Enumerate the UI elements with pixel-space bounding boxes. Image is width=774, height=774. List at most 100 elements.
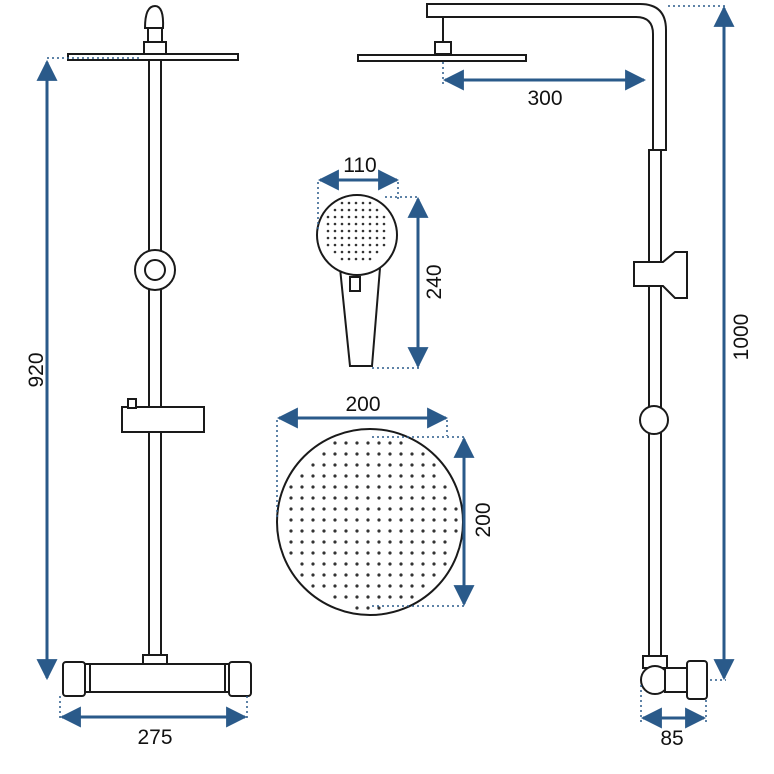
nozzle-dot <box>355 562 359 566</box>
nozzle-dot <box>344 463 348 467</box>
nozzle-dot <box>377 518 381 522</box>
nozzle-dot <box>361 243 365 247</box>
dimension-overall-width: 275 <box>59 696 248 749</box>
nozzle-dot <box>399 463 403 467</box>
nozzle-dot <box>443 485 447 489</box>
nozzle-dot <box>355 606 359 610</box>
nozzle-dot <box>410 551 414 555</box>
soap-shelf <box>121 406 205 433</box>
nozzle-dot <box>377 584 381 588</box>
nozzle-dot <box>300 518 304 522</box>
nozzle-dot <box>388 573 392 577</box>
nozzle-dot <box>399 474 403 478</box>
nozzle-dot <box>333 485 337 489</box>
side-wall-flange <box>686 660 708 700</box>
nozzle-dot <box>300 485 304 489</box>
nozzle-dot <box>333 496 337 500</box>
nozzle-dot <box>399 551 403 555</box>
nozzle-dot <box>289 496 293 500</box>
label-rain-head-height: 200 <box>472 502 495 537</box>
nozzle-dot <box>421 463 425 467</box>
nozzle-dot <box>354 222 358 226</box>
nozzle-dot <box>300 540 304 544</box>
side-riser-pole <box>648 149 662 659</box>
nozzle-dot <box>377 562 381 566</box>
slide-ring-inner <box>144 259 166 281</box>
nozzle-dot <box>366 540 370 544</box>
nozzle-dot <box>322 474 326 478</box>
nozzle-dot <box>344 529 348 533</box>
dimension-wall-depth: 85 <box>640 685 707 750</box>
nozzle-dot <box>382 243 386 247</box>
nozzle-dot <box>388 485 392 489</box>
nozzle-dot <box>421 496 425 500</box>
nozzle-dot <box>333 441 337 445</box>
nozzle-dot <box>366 584 370 588</box>
nozzle-dot <box>344 441 348 445</box>
nozzle-dot <box>361 250 365 254</box>
nozzle-dot <box>368 236 372 240</box>
nozzle-dot <box>377 463 381 467</box>
nozzle-dot <box>366 441 370 445</box>
nozzle-dot <box>322 573 326 577</box>
nozzle-dot <box>344 496 348 500</box>
nozzle-dot <box>388 529 392 533</box>
side-slide-ring <box>639 405 669 435</box>
nozzle-dot <box>322 463 326 467</box>
nozzle-dot <box>347 201 351 205</box>
nozzle-dot <box>322 584 326 588</box>
nozzle-dot <box>340 243 344 247</box>
nozzle-dot <box>344 584 348 588</box>
nozzle-dot <box>388 584 392 588</box>
nozzle-dot <box>377 474 381 478</box>
dimension-arm-length: 300 <box>442 62 647 110</box>
nozzle-dot <box>432 496 436 500</box>
nozzle-dot <box>377 529 381 533</box>
nozzle-dot <box>388 595 392 599</box>
nozzle-dot <box>432 529 436 533</box>
nozzle-dot <box>421 474 425 478</box>
nozzle-dot <box>311 540 315 544</box>
nozzle-dot <box>399 452 403 456</box>
nozzle-dot <box>311 529 315 533</box>
nozzle-dot <box>340 229 344 233</box>
nozzle-dot <box>354 215 358 219</box>
nozzle-dot <box>333 540 337 544</box>
nozzle-dot <box>421 562 425 566</box>
nozzle-dot <box>432 463 436 467</box>
nozzle-dot <box>368 243 372 247</box>
label-hand-shower-width: 110 <box>343 154 376 177</box>
nozzle-dot <box>333 243 337 247</box>
nozzle-dot <box>368 250 372 254</box>
nozzle-dot <box>375 250 379 254</box>
nozzle-dot <box>399 496 403 500</box>
nozzle-dot <box>399 507 403 511</box>
nozzle-dot <box>344 562 348 566</box>
nozzle-dot <box>421 529 425 533</box>
nozzle-dot <box>410 507 414 511</box>
nozzle-dot <box>322 452 326 456</box>
nozzle-dot <box>355 584 359 588</box>
nozzle-dot <box>300 551 304 555</box>
nozzle-dot <box>377 452 381 456</box>
nozzle-dot <box>355 551 359 555</box>
nozzle-dot <box>333 452 337 456</box>
dimension-hand-shower-width: 110 <box>317 154 400 230</box>
nozzle-dot <box>354 243 358 247</box>
side-wall-connector <box>664 667 688 693</box>
nozzle-dot <box>333 215 337 219</box>
nozzle-dot <box>366 573 370 577</box>
nozzle-dot <box>366 562 370 566</box>
nozzle-dot <box>399 518 403 522</box>
nozzle-dot <box>322 551 326 555</box>
nozzle-dot <box>344 474 348 478</box>
nozzle-dot <box>347 208 351 212</box>
nozzle-dot <box>388 562 392 566</box>
nozzle-dot <box>344 452 348 456</box>
nozzle-dot <box>421 540 425 544</box>
nozzle-dot <box>421 507 425 511</box>
nozzle-dot <box>410 496 414 500</box>
thermostat-left-knob <box>62 661 86 697</box>
nozzle-dot <box>361 215 365 219</box>
nozzle-dot <box>454 529 458 533</box>
